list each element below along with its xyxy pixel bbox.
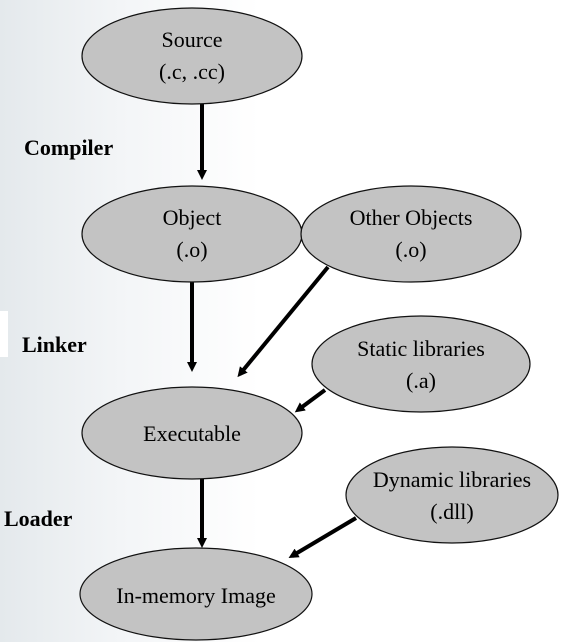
other-objects-node-extension: (.o) xyxy=(395,237,426,262)
arrow-static-libraries-to-executable xyxy=(294,388,327,413)
arrow-other-objects-to-executable xyxy=(237,265,330,378)
object-node: Object (.o) xyxy=(81,185,303,283)
object-node-extension: (.o) xyxy=(176,237,207,262)
object-node-title: Object xyxy=(163,205,222,230)
source-node-title: Source xyxy=(161,27,222,52)
dynamic-libraries-node-extension: (.dll) xyxy=(430,499,473,524)
source-node-extension: (.c, .cc) xyxy=(159,59,225,84)
left-panel-strip xyxy=(0,311,8,357)
static-libraries-node: Static libraries (.a) xyxy=(311,315,531,413)
other-objects-node: Other Objects (.o) xyxy=(300,185,522,283)
arrow-dynamic-libraries-to-in-memory-image xyxy=(288,516,358,559)
source-node: Source (.c, .cc) xyxy=(81,7,303,105)
executable-node-title: Executable xyxy=(143,421,241,446)
static-libraries-node-title: Static libraries xyxy=(357,336,485,361)
stage-label-linker: Linker xyxy=(22,332,87,357)
executable-node: Executable xyxy=(81,386,303,480)
stage-label-loader: Loader xyxy=(4,506,73,531)
other-objects-node-title: Other Objects xyxy=(350,205,473,230)
dynamic-libraries-node: Dynamic libraries (.dll) xyxy=(345,446,559,544)
in-memory-image-node: In-memory Image xyxy=(79,547,313,641)
dynamic-libraries-node-title: Dynamic libraries xyxy=(373,467,531,492)
in-memory-image-node-title: In-memory Image xyxy=(116,583,275,608)
static-libraries-node-extension: (.a) xyxy=(406,368,436,393)
stage-label-compiler: Compiler xyxy=(24,135,113,160)
